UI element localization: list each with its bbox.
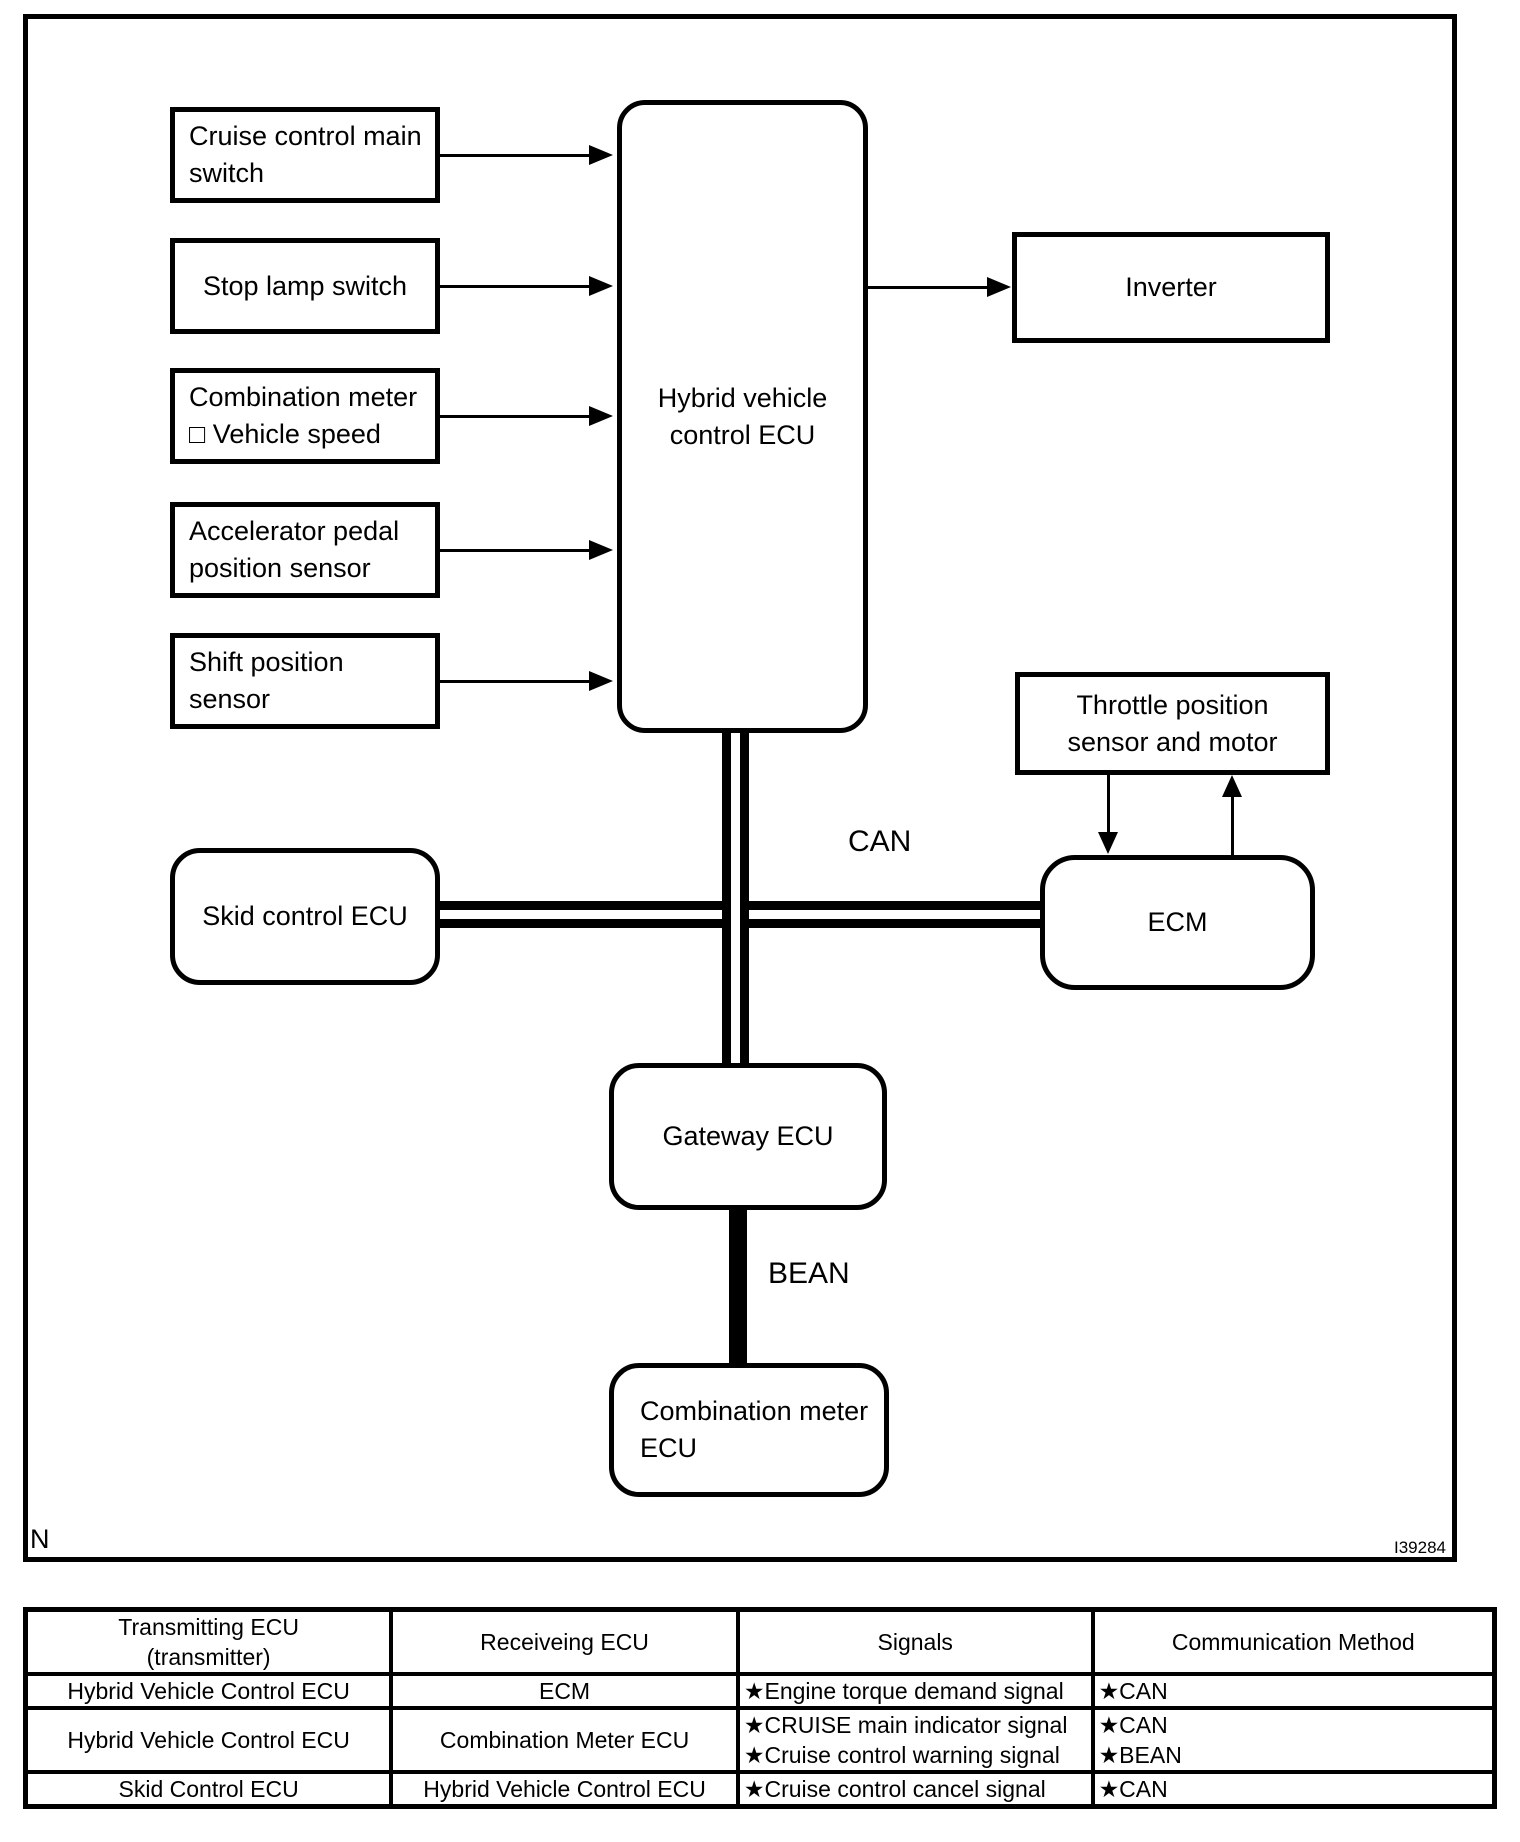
box-label-line: Combination meter <box>640 1396 869 1426</box>
cell-transmitting: Hybrid Vehicle Control ECU <box>23 1672 394 1710</box>
box-stop-lamp-switch: Stop lamp switch <box>170 238 440 334</box>
box-label-line: Throttle position <box>1076 689 1269 720</box>
arrow-right-icon <box>589 671 613 691</box>
box-label-line: Accelerator pedal <box>189 516 400 546</box>
arrow-down-icon <box>1098 832 1118 854</box>
bean-bus-vertical <box>729 1210 747 1365</box>
cell-method: ★CAN <box>1090 1672 1497 1710</box>
method-line: ★CAN <box>1098 1712 1168 1738</box>
cell-transmitting: Skid Control ECU <box>23 1770 394 1809</box>
box-cruise-control-main-switch: Cruise control main switch <box>170 107 440 203</box>
bean-bus-label: BEAN <box>768 1257 850 1290</box>
cell-signals: ★CRUISE main indicator signal ★Cruise co… <box>735 1706 1095 1774</box>
signal-line: ★CRUISE main indicator signal <box>743 1712 1068 1738</box>
method-line: ★BEAN <box>1098 1742 1182 1768</box>
box-label-line: Inverter <box>1125 272 1217 302</box>
box-ecm: ECM <box>1040 855 1315 990</box>
header-communication-method: Communication Method <box>1090 1607 1497 1676</box>
arrow-line <box>1107 775 1110 835</box>
arrow-line <box>440 680 590 683</box>
arrow-right-icon <box>589 540 613 560</box>
arrow-right-icon <box>987 277 1011 297</box>
box-gateway-ecu: Gateway ECU <box>609 1063 887 1210</box>
figure-id: I39284 <box>1394 1538 1446 1557</box>
table-row: Skid Control ECU Hybrid Vehicle Control … <box>23 1770 1497 1809</box>
header-transmitting-ecu: Transmitting ECU (transmitter) <box>23 1607 394 1676</box>
arrow-line <box>440 285 590 288</box>
box-combination-meter-vehicle-speed: Combination meter □ Vehicle speed <box>170 368 440 464</box>
box-label-line: Stop lamp switch <box>202 270 408 301</box>
cell-receiving: Hybrid Vehicle Control ECU <box>389 1770 740 1809</box>
cell-signals: ★Engine torque demand signal <box>735 1672 1095 1710</box>
box-inverter: Inverter <box>1012 232 1330 343</box>
box-hybrid-vehicle-control-ecu: Hybrid vehicle control ECU <box>617 100 868 733</box>
box-accelerator-pedal-position-sensor: Accelerator pedal position sensor <box>170 502 440 598</box>
arrow-line <box>440 549 590 552</box>
cell-method: ★CAN <box>1090 1770 1497 1809</box>
box-combination-meter-ecu: Combination meter ECU <box>609 1363 889 1497</box>
cell-receiving: Combination Meter ECU <box>389 1706 740 1774</box>
table-row: Hybrid Vehicle Control ECU ECM ★Engine t… <box>23 1672 1497 1710</box>
signal-line: ★Cruise control warning signal <box>743 1742 1060 1768</box>
box-label-line: switch <box>189 158 265 188</box>
arrow-right-icon <box>589 406 613 426</box>
diagram-frame <box>23 14 1457 1562</box>
box-skid-control-ecu: Skid control ECU <box>170 848 440 985</box>
box-throttle-position-sensor-and-motor: Throttle position sensor and motor <box>1015 672 1330 775</box>
table-header-row: Transmitting ECU (transmitter) Receivein… <box>23 1607 1497 1676</box>
box-label-line: position sensor <box>189 553 371 583</box>
cell-method: ★CAN ★BEAN <box>1090 1706 1497 1774</box>
cell-signals: ★Cruise control cancel signal <box>735 1770 1095 1809</box>
arrow-line <box>440 415 590 418</box>
box-label-line: Hybrid vehicle <box>657 382 828 413</box>
cell-transmitting: Hybrid Vehicle Control ECU <box>23 1706 394 1774</box>
box-label-line: Cruise control main <box>189 121 422 151</box>
box-label-line: Gateway ECU <box>662 1121 834 1151</box>
header-signals: Signals <box>735 1607 1095 1676</box>
can-bus-label: CAN <box>848 825 912 858</box>
header-receiving-ecu: Receiveing ECU <box>389 1607 740 1676</box>
box-label-line: ECM <box>1147 907 1208 937</box>
header-text: Transmitting ECU <box>118 1614 299 1640</box>
box-label-line: control ECU <box>669 419 816 450</box>
box-label-line: Combination meter <box>189 382 418 412</box>
table-row: Hybrid Vehicle Control ECU Combination M… <box>23 1706 1497 1774</box>
communication-table: Transmitting ECU (transmitter) Receivein… <box>23 1607 1497 1809</box>
cell-receiving: ECM <box>389 1672 740 1710</box>
arrow-up-icon <box>1222 775 1242 797</box>
box-label-line: ECU <box>640 1433 698 1463</box>
arrow-line <box>1231 795 1234 855</box>
can-bus-vertical <box>722 733 749 1063</box>
arrow-right-icon <box>589 276 613 296</box>
arrow-right-icon <box>589 145 613 165</box>
frame-corner-label: N <box>30 1524 50 1554</box>
box-label-line: sensor and motor <box>1067 726 1278 757</box>
box-label-line: □ Vehicle speed <box>189 419 381 449</box>
arrow-line <box>440 154 590 157</box>
header-text: (transmitter) <box>146 1644 271 1670</box>
box-shift-position-sensor: Shift position sensor <box>170 633 440 729</box>
box-label-line: Skid control ECU <box>202 901 408 931</box>
box-label-line: Shift position sensor <box>189 647 344 714</box>
arrow-line <box>868 286 988 289</box>
